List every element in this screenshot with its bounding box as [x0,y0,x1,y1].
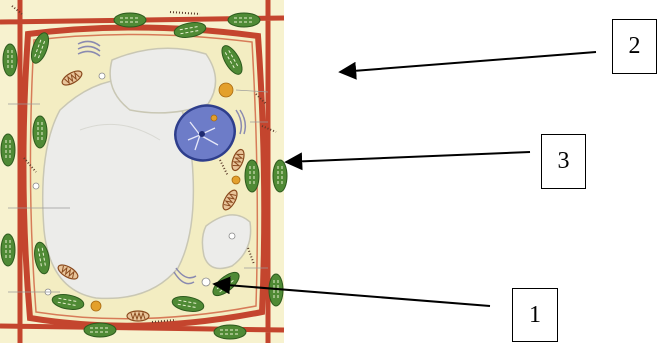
label-text-2: 2 [629,33,641,60]
label-box-3: 3 [541,134,586,189]
label-box-1: 1 [512,288,558,342]
label-text-1: 1 [529,302,541,329]
label-box-2: 2 [612,19,657,74]
label-text-3: 3 [558,148,570,175]
vacuole-upper [110,48,215,113]
arrow-2 [340,52,596,72]
plant-cell [0,0,287,343]
arrow-3 [286,152,530,162]
